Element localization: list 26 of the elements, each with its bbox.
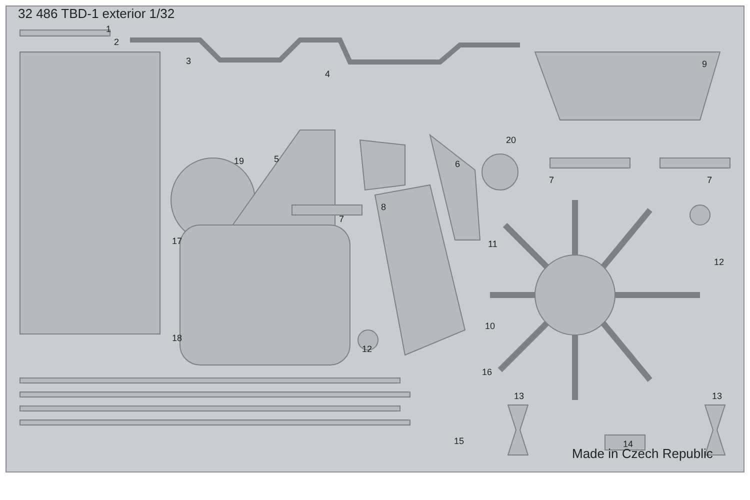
callout-number: 19 <box>234 157 244 166</box>
callout-number: 8 <box>381 203 386 212</box>
callout-number: 14 <box>623 440 634 449</box>
callout-number: 7 <box>707 176 712 185</box>
origin-note: Made in Czech Republic <box>572 447 713 460</box>
callout-number: 12 <box>362 345 372 354</box>
callout-number: 6 <box>455 160 460 169</box>
sheet-title: 32 486 TBD-1 exterior 1/32 <box>18 7 175 20</box>
callout-number: 16 <box>482 368 492 377</box>
callout-number: 13 <box>712 392 722 401</box>
callout-number: 10 <box>485 322 496 331</box>
callout-number: 20 <box>506 136 516 145</box>
callout-number: 7 <box>549 176 554 185</box>
callout-number: 18 <box>172 334 182 343</box>
callout-number: 17 <box>172 237 182 246</box>
callout-number: 13 <box>514 392 524 401</box>
callout-number: 4 <box>325 70 330 79</box>
callout-number: 1 <box>106 25 112 34</box>
callout-number: 3 <box>186 57 192 66</box>
callout-number: 12 <box>714 258 724 267</box>
callout-number: 7 <box>339 215 344 224</box>
callout-number: 2 <box>114 38 120 47</box>
callout-number: 11 <box>488 240 498 249</box>
callout-number: 9 <box>702 60 708 69</box>
callout-number: 15 <box>454 437 464 446</box>
callout-number: 5 <box>274 155 280 164</box>
